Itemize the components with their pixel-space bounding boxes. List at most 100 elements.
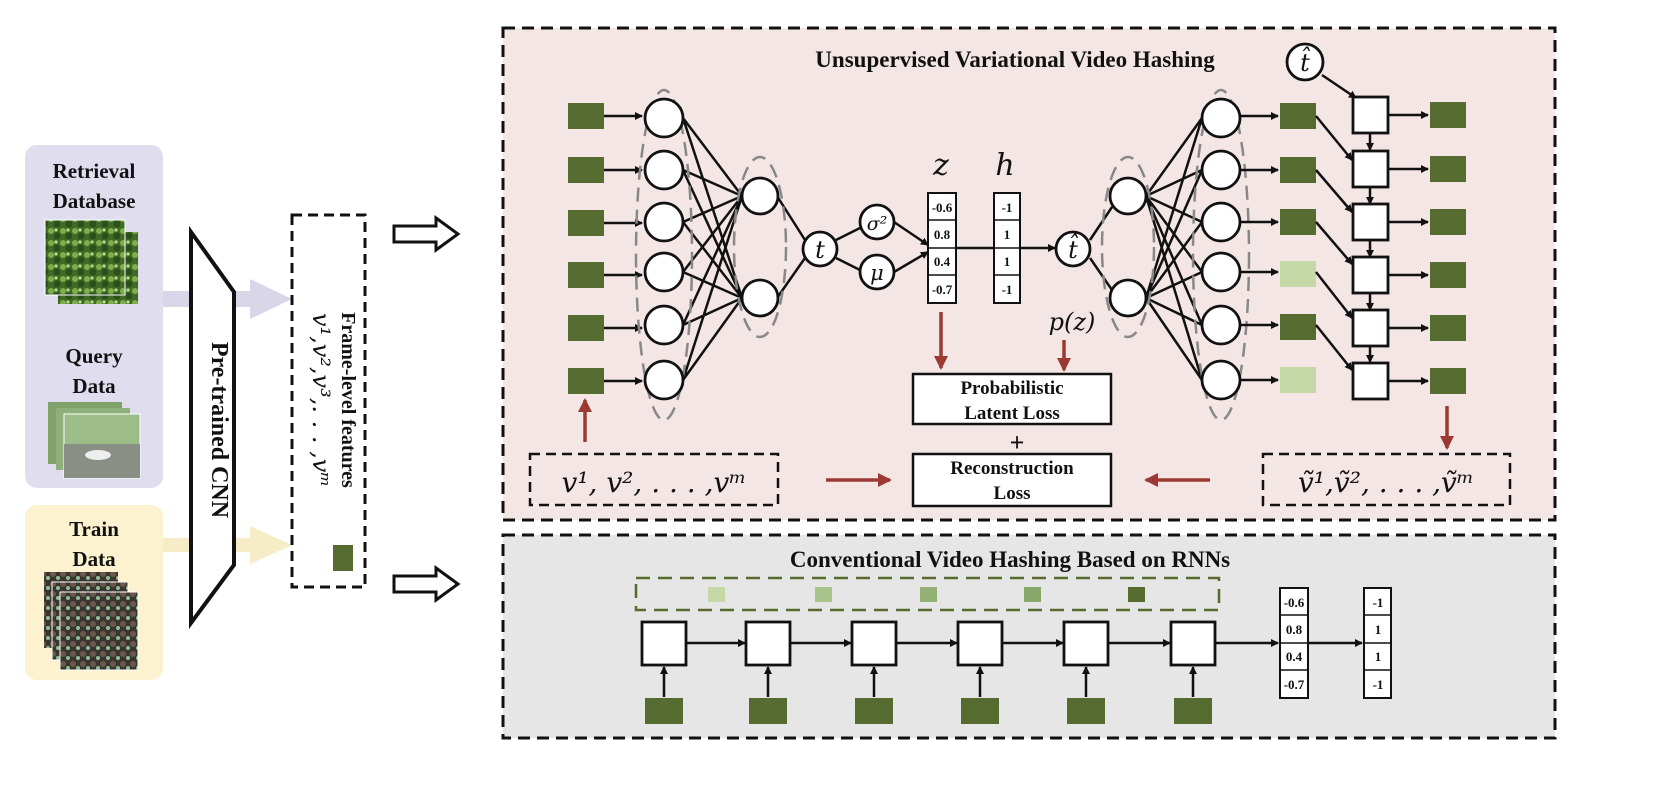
input-sequence: v¹, v², . . . ,vᵐ [562, 466, 747, 499]
cvh-z-value: 0.8 [1286, 622, 1303, 637]
loss-arrows [578, 312, 1454, 487]
rnn-cell [1351, 149, 1390, 189]
cvh-title: Conventional Video Hashing Based on RNNs [790, 547, 1230, 572]
retrieval-title-2: Database [53, 189, 136, 213]
decoder-node [1200, 97, 1242, 139]
retrieval-query-panel: Retrieval Database Query Data [25, 145, 163, 488]
decoder-rnn-connections [1315, 73, 1429, 385]
cvh-rnn-connections [660, 639, 1363, 697]
decoder-feature [1280, 209, 1316, 235]
z-value: -0.7 [932, 282, 953, 297]
output-sequence: ṽ¹,ṽ², . . . ,ṽᵐ [1298, 466, 1474, 499]
prob-loss-line-2: Latent Loss [964, 403, 1060, 424]
h-vector: -1 1 1 -1 [993, 192, 1021, 304]
input-feature [568, 210, 604, 236]
decoder-node [1108, 176, 1148, 216]
train-thumbnail-front [59, 591, 139, 671]
cvh-h-value: -1 [1373, 595, 1384, 610]
encoder-node [643, 359, 685, 401]
decoder-feature [1280, 103, 1316, 129]
retrieval-thumbnails [44, 219, 138, 304]
decoder-node [1200, 149, 1242, 191]
cvh-panel: Conventional Video Hashing Based on RNNs [501, 533, 1557, 740]
frame-features-box [290, 213, 367, 589]
query-title-1: Query [65, 344, 123, 368]
t-hat-label-decoder: t̂ [1300, 46, 1311, 77]
cvh-z-vector: -0.6 0.8 0.4 -0.7 [1279, 587, 1309, 699]
encoder-node [740, 278, 780, 318]
cvh-z-value: -0.6 [1284, 595, 1305, 610]
t-label: t [815, 236, 825, 264]
reconstructed-feature [1430, 315, 1466, 341]
reconstruction-loss-box [911, 452, 1113, 508]
rnn-cell [1351, 95, 1390, 135]
train-panel: Train Data [25, 505, 163, 680]
to-uvh-arrow [392, 215, 461, 253]
recon-loss-line-1: Reconstruction [950, 458, 1074, 479]
uvh-panel: Unsupervised Variational Video Hashing [501, 26, 1557, 522]
decoder-layer-2-group [1191, 88, 1251, 422]
frame-feature-swatch [333, 545, 353, 571]
cvh-rnn-cell [1169, 620, 1217, 667]
t-node [801, 230, 839, 268]
cvh-rnn-cell [1062, 620, 1110, 667]
t-hat-label: t̂ [1068, 233, 1079, 264]
cvh-input-feature [749, 698, 787, 724]
hidden-state [708, 587, 725, 602]
cvh-rnn-cell [640, 620, 688, 667]
encoder-layer-1-group [634, 88, 694, 422]
prob-loss-line-1: Probabilistic [960, 378, 1063, 399]
decoder-feature [1280, 314, 1316, 340]
decoder-connections [1088, 117, 1204, 381]
reconstructed-feature [1430, 262, 1466, 288]
encoder-node [643, 149, 685, 191]
reconstructed-features [1430, 102, 1466, 394]
uvh-title: Unsupervised Variational Video Hashing [815, 47, 1215, 72]
frame-features: Frame-level features v¹,v²,v³,. . . ,vᵐ [290, 213, 367, 589]
cvh-z-value: -0.7 [1284, 677, 1305, 692]
cvh-rnn-cell [956, 620, 1004, 667]
probabilistic-latent-loss-box [911, 372, 1113, 426]
query-thumbnail-car [85, 450, 111, 460]
query-thumbnail-track [64, 444, 140, 478]
hidden-state [1128, 587, 1145, 602]
encoder-node [643, 251, 685, 293]
cvh-h-vector: -1 1 1 -1 [1363, 587, 1392, 699]
cvh-rnn-cells [640, 620, 1217, 667]
query-thumbnails [48, 402, 141, 479]
recon-loss-line-2: Loss [994, 483, 1031, 504]
plus-sign: + [1010, 428, 1025, 457]
decoder-node [1200, 201, 1242, 243]
rnn-cell [1351, 255, 1390, 295]
h-label: h [995, 148, 1014, 183]
hidden-state [1024, 587, 1041, 602]
decoder-feature-masked [1280, 367, 1316, 393]
z-label: z [932, 148, 949, 183]
h-value: -1 [1002, 282, 1013, 297]
sigma-node [858, 203, 896, 241]
decoder-node [1108, 278, 1148, 318]
encoder-input-features [568, 103, 604, 394]
cvh-hidden-states-box [634, 576, 1221, 612]
encoder-node [740, 176, 780, 216]
cvh-input-feature [645, 698, 683, 724]
decoder-node [1200, 251, 1242, 293]
input-feature [568, 157, 604, 183]
query-title-2: Data [72, 374, 116, 398]
rnn-cell [1351, 308, 1390, 348]
encoder-connections [681, 117, 1056, 381]
cvh-z-value: 0.4 [1286, 649, 1303, 664]
pz-label: p(z) [1049, 308, 1096, 336]
input-sequence-box [528, 452, 780, 507]
encoder-layer-2 [732, 155, 788, 339]
train-thumbnails [44, 572, 139, 671]
encoder-node [643, 97, 685, 139]
decoder-node [1200, 359, 1242, 401]
cvh-h-value: 1 [1375, 622, 1382, 637]
retrieval-thumbnail-front [44, 219, 126, 296]
encoder-layer-2-group [732, 155, 788, 339]
decoder-rnn-cells [1351, 95, 1390, 401]
cvh-input-feature [1174, 698, 1212, 724]
cvh-hidden-states [708, 587, 1145, 602]
